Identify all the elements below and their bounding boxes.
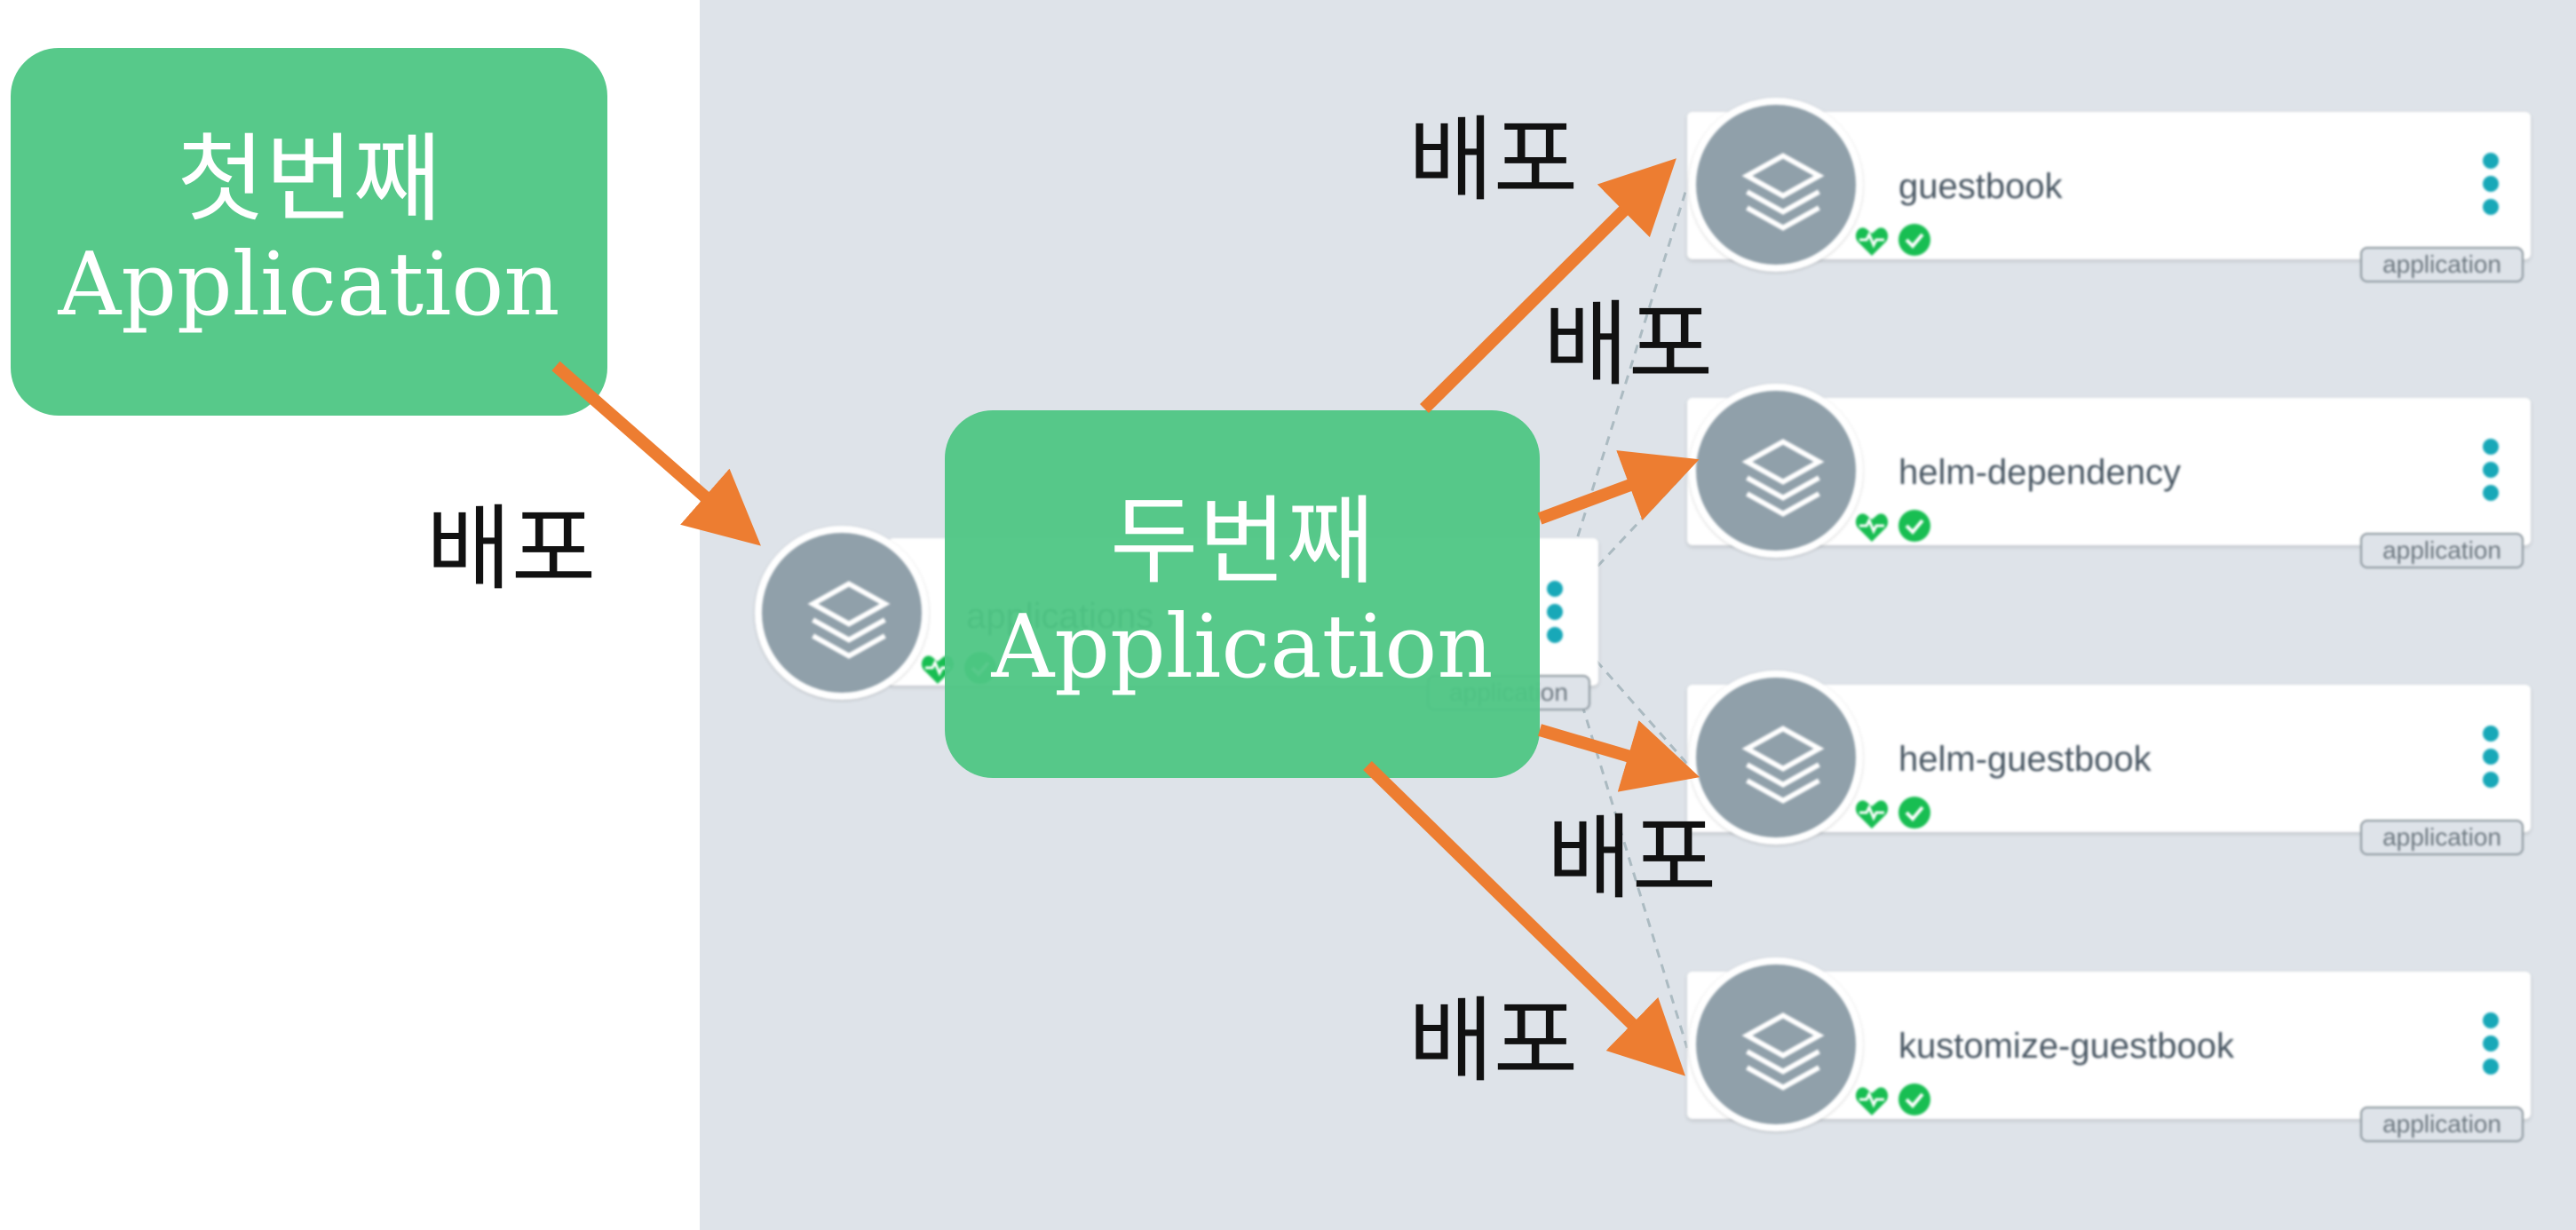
callout-second-application: 두번째 Application xyxy=(945,410,1540,778)
layers-icon xyxy=(1689,98,1863,272)
heartbeat-icon xyxy=(1855,227,1889,256)
status-icons xyxy=(1854,508,1934,544)
kebab-menu-icon[interactable] xyxy=(2483,153,2501,215)
arrow-to-helm-dependency xyxy=(1537,450,1700,525)
deploy-label: 배포 xyxy=(1547,804,1717,912)
callout-first-line1: 첫번째 xyxy=(176,124,442,235)
kebab-menu-icon[interactable] xyxy=(2483,726,2501,788)
status-icons xyxy=(1854,1082,1934,1117)
deploy-label: 배포 xyxy=(426,495,597,603)
application-tag: application xyxy=(2360,820,2524,855)
arrow-to-kustomize-guestbook xyxy=(1363,760,1686,1076)
kebab-menu-icon[interactable] xyxy=(2483,1012,2501,1075)
connector-kustomize-guestbook xyxy=(1552,612,1689,1049)
layers-icon xyxy=(755,526,929,700)
arrow-to-helm-guestbook xyxy=(1538,720,1700,792)
callout-second-line2: Application xyxy=(991,597,1494,698)
deploy-label: 배포 xyxy=(1543,290,1714,399)
heartbeat-icon xyxy=(1855,800,1889,829)
status-icons xyxy=(1854,222,1934,258)
layers-icon xyxy=(1689,384,1863,558)
application-tag: application xyxy=(2360,1107,2524,1142)
callout-first-line2: Application xyxy=(58,234,560,336)
node-name: helm-guestbook xyxy=(1898,740,2152,779)
check-circle-icon xyxy=(1898,797,1930,829)
deploy-label: 배포 xyxy=(1408,987,1579,1095)
kebab-menu-icon[interactable] xyxy=(2483,439,2501,501)
arrow-first-to-root xyxy=(551,361,761,546)
callout-second-line1: 두번째 xyxy=(1109,487,1375,598)
callout-first-application: 첫번째 Application xyxy=(11,48,607,416)
status-icons xyxy=(1854,795,1934,830)
connector-guestbook xyxy=(1552,186,1689,614)
heartbeat-icon xyxy=(1855,1087,1889,1115)
check-circle-icon xyxy=(1898,1083,1930,1115)
node-name: guestbook xyxy=(1898,167,2063,206)
deploy-label: 배포 xyxy=(1408,106,1579,214)
layers-icon xyxy=(1689,957,1863,1131)
check-circle-icon xyxy=(1898,224,1930,256)
arrow-to-guestbook xyxy=(1420,158,1676,413)
node-name: helm-dependency xyxy=(1898,453,2181,492)
heartbeat-icon xyxy=(1855,513,1889,542)
application-tag: application xyxy=(2360,533,2524,568)
application-tag: application xyxy=(2360,247,2524,282)
check-circle-icon xyxy=(1898,510,1930,542)
layers-icon xyxy=(1689,671,1863,845)
node-name: kustomize-guestbook xyxy=(1898,1027,2234,1066)
kebab-menu-icon[interactable] xyxy=(1547,581,1565,643)
